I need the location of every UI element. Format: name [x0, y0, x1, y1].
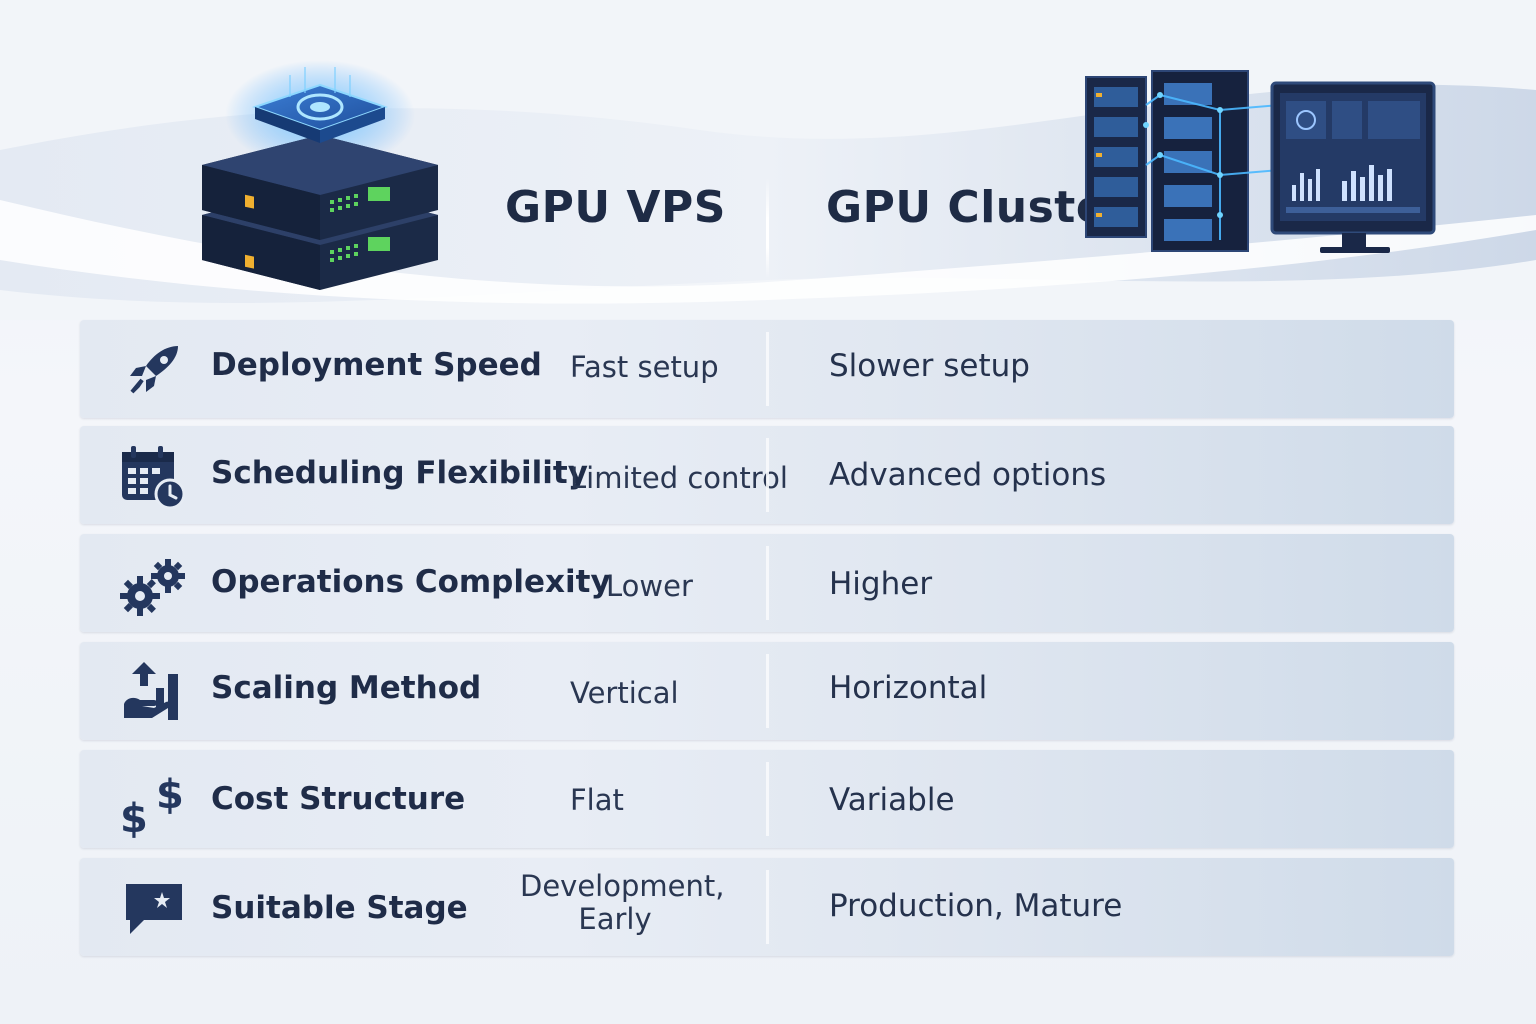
gpu-cluster-value: Slower setup — [829, 348, 1030, 384]
chat-star-icon — [126, 884, 182, 934]
gpu-vps-value-line1: Development, — [520, 869, 725, 903]
row-label: Operations Complexity — [211, 564, 611, 600]
table-row-operations-complexity: Operations Complexity Lower Higher — [80, 534, 1454, 632]
gpu-vps-title: GPU VPS — [505, 182, 726, 233]
gpu-cluster-value: Variable — [829, 782, 955, 818]
gpu-vps-value-line2: Early — [578, 902, 652, 936]
row-label: Scaling Method — [211, 670, 482, 706]
gpu-vps-value: Lower — [606, 569, 693, 603]
gpu-vps-value: Fast setup — [570, 350, 719, 384]
table-row-cost-structure: $ $ Cost Structure Flat Variable — [80, 750, 1454, 848]
gpu-cluster-value: Production, Mature — [829, 888, 1123, 924]
rocket-icon — [130, 346, 178, 394]
gpu-cluster-title: GPU Cluster — [826, 182, 1129, 233]
column-divider — [766, 870, 769, 944]
dollar-icon: $ $ — [120, 772, 184, 842]
gpu-vps-value: Flat — [570, 783, 624, 817]
gpu-vps-value: Development, Early — [520, 869, 725, 936]
scaling-chart-icon — [124, 662, 178, 720]
gpu-vps-value: Vertical — [570, 676, 679, 710]
column-divider — [766, 438, 769, 512]
row-label: Cost Structure — [211, 781, 466, 817]
header-divider — [766, 178, 769, 278]
gears-icon — [120, 559, 185, 616]
gpu-cluster-value: Horizontal — [829, 670, 988, 706]
gpu-vps-value: Limited control — [570, 461, 788, 495]
table-row-scheduling-flexibility: Scheduling Flexibility Limited control A… — [80, 426, 1454, 524]
calendar-clock-icon — [122, 446, 186, 510]
gpu-cluster-value: Higher — [829, 566, 933, 602]
row-label: Deployment Speed — [211, 347, 542, 383]
gpu-cluster-value: Advanced options — [829, 457, 1107, 493]
table-row-deployment-speed: Deployment Speed Fast setup Slower setup — [80, 320, 1454, 418]
svg-text:$: $ — [156, 772, 184, 818]
column-divider — [766, 332, 769, 406]
table-row-scaling-method: Scaling Method Vertical Horizontal — [80, 642, 1454, 740]
svg-text:$: $ — [120, 796, 148, 842]
gpu-cluster-servers-illustration — [1085, 70, 1436, 253]
table-row-suitable-stage: Suitable Stage Development, Early Produc… — [80, 858, 1454, 956]
column-divider — [766, 546, 769, 620]
column-divider — [766, 654, 769, 728]
comparison-table: Deployment Speed Fast setup Slower setup… — [80, 320, 1454, 960]
row-label: Suitable Stage — [211, 890, 468, 926]
row-label: Scheduling Flexibility — [211, 455, 588, 491]
column-divider — [766, 762, 769, 836]
gpu-vps-server-illustration — [202, 60, 438, 290]
